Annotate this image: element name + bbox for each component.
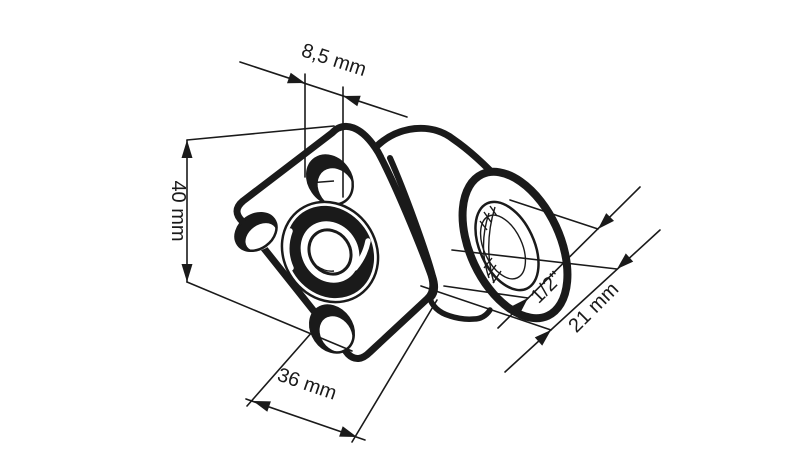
extension-line (186, 125, 335, 141)
dim-label-flange-height: 40 mm (167, 180, 189, 241)
arrowhead (181, 264, 193, 282)
extension-line (509, 199, 599, 230)
extension-line (246, 330, 314, 407)
center-boss (280, 200, 380, 304)
dim-label-bolt-hole-diameter: 8,5 mm (299, 40, 369, 82)
extension-line (451, 249, 618, 270)
extension-line (443, 285, 529, 299)
extension-line (186, 281, 353, 352)
cylinder-base-edge (387, 155, 439, 301)
body-bottom-edge (426, 293, 493, 322)
dim-label-flange-width: 36 mm (274, 364, 339, 405)
arrowhead (339, 426, 357, 437)
boss-highlight (284, 228, 294, 271)
arrowhead (617, 253, 634, 269)
fitting-part (233, 122, 572, 362)
arrowhead (181, 140, 193, 158)
bolt-hole-top (305, 154, 355, 208)
extension-line (351, 299, 438, 443)
thread-hatching (479, 205, 502, 284)
dimension-flange-height: 40 mm (167, 125, 353, 352)
arrowhead (253, 401, 271, 412)
thread-arc (482, 212, 490, 279)
arrowhead (534, 330, 551, 346)
extension-line (420, 285, 552, 331)
bolt-hole-left (234, 211, 278, 253)
dimension-line (239, 61, 408, 118)
arrowhead (598, 213, 614, 229)
arrowhead (287, 72, 305, 84)
arrowhead (512, 298, 528, 314)
thread-arc (488, 206, 496, 284)
dimension-line (504, 229, 661, 373)
dim-label-port-outer-diameter: 21 mm (564, 278, 623, 337)
arrowhead (343, 95, 361, 107)
center-bore (307, 228, 353, 276)
threaded-bore (474, 200, 540, 292)
